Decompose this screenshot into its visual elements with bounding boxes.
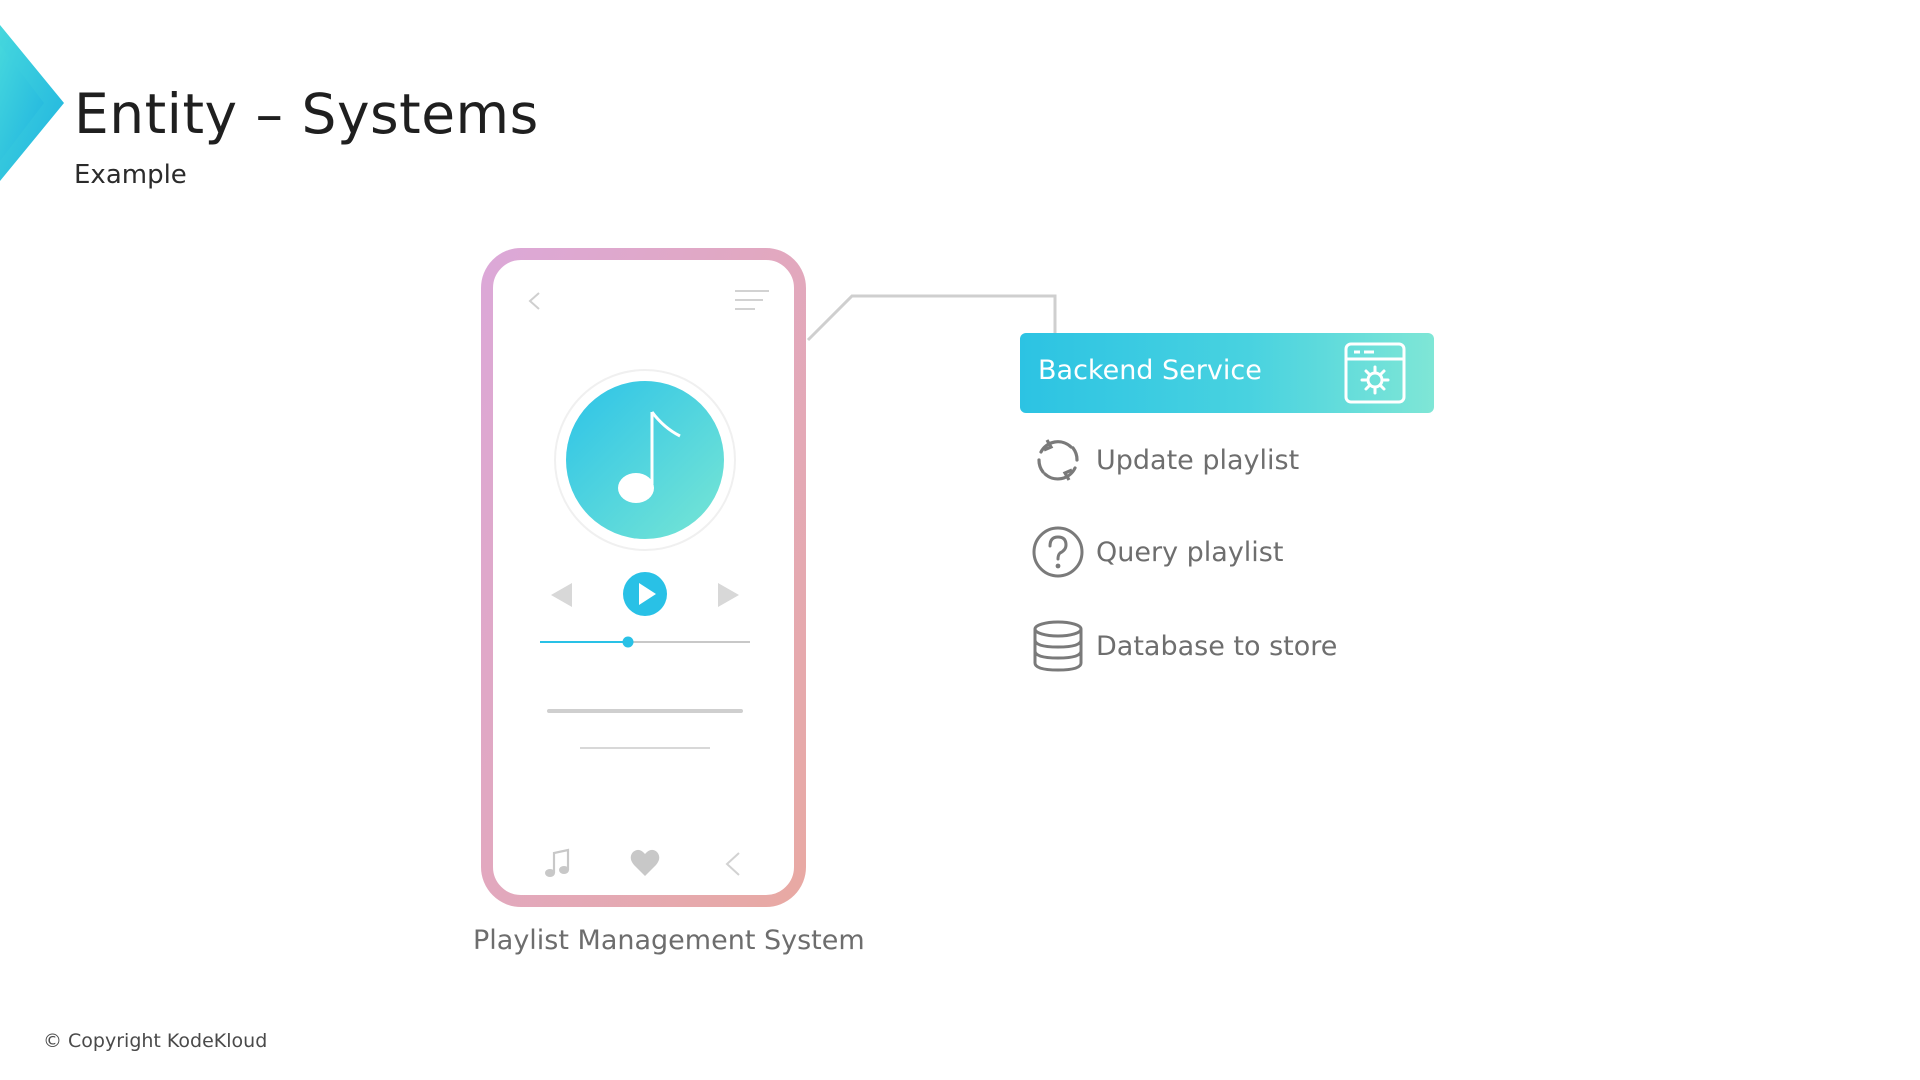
feature-item-query: Query playlist <box>1030 524 1283 580</box>
music-notes-icon <box>545 848 570 877</box>
back-arrow-icon <box>528 292 540 310</box>
previous-icon <box>551 583 572 607</box>
backend-service-box: Backend Service <box>1020 333 1434 413</box>
page-title: Entity – Systems <box>74 82 539 146</box>
question-icon <box>1032 526 1084 578</box>
heart-icon <box>630 849 660 876</box>
refresh-icon <box>1037 439 1079 481</box>
menu-lines-icon <box>735 290 769 310</box>
back-arrow-icon <box>725 852 740 876</box>
phone-caption: Playlist Management System <box>473 925 865 956</box>
album-disc <box>566 381 724 539</box>
play-icon <box>623 572 667 616</box>
music-note-icon <box>618 411 681 503</box>
feature-label-update: Update playlist <box>1096 444 1300 476</box>
feature-item-update: Update playlist <box>1030 432 1299 488</box>
copyright-text: © Copyright KodeKloud <box>43 1030 268 1052</box>
feature-item-database: Database to store <box>1030 618 1337 674</box>
next-icon <box>718 583 739 607</box>
backend-service-label: Backend Service <box>1038 355 1262 386</box>
settings-window-icon <box>1344 342 1406 404</box>
database-icon <box>1033 620 1083 672</box>
page-subtitle: Example <box>74 160 187 190</box>
feature-label-database: Database to store <box>1096 630 1338 662</box>
feature-label-query: Query playlist <box>1096 536 1284 568</box>
brand-chevron-logo <box>0 25 64 181</box>
connector-line <box>806 294 1057 342</box>
progress-slider <box>540 636 750 648</box>
